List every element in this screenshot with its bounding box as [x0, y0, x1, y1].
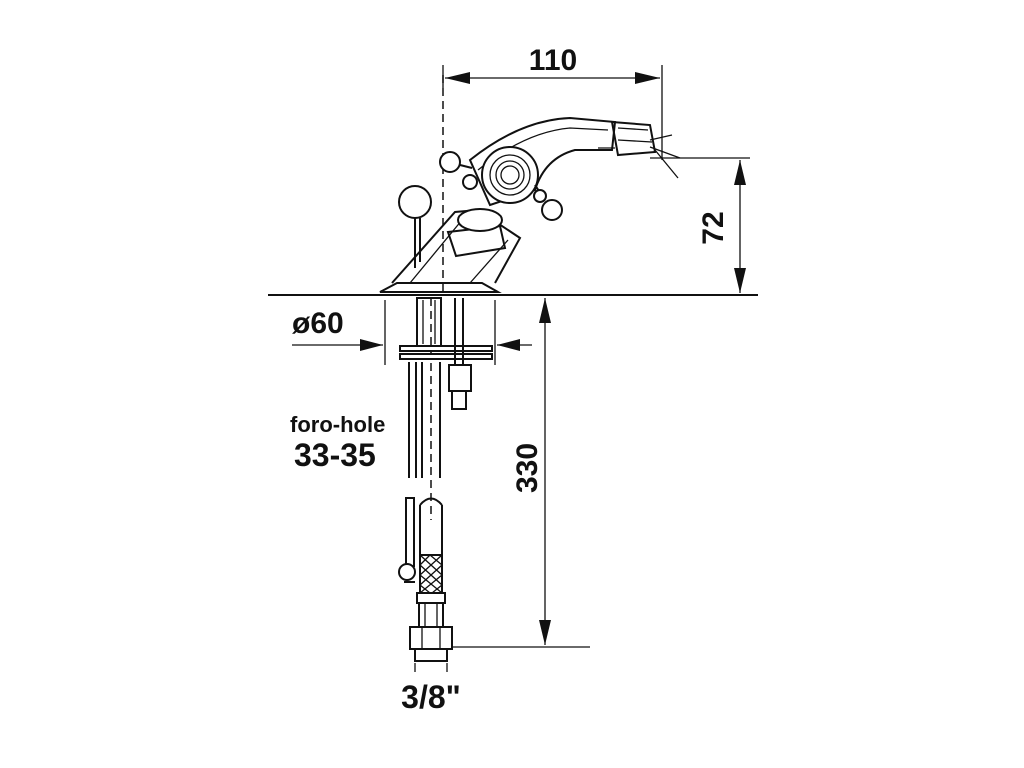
dimension-72: 72	[650, 157, 750, 293]
dimension-diameter-label: ø60	[292, 307, 344, 340]
hole-label-line2: 33-35	[294, 437, 376, 473]
dimension-330-label: 330	[511, 443, 544, 493]
dimension-diameter-60: ø60	[292, 300, 532, 365]
dimension-72-label: 72	[697, 211, 730, 244]
faucet-body	[379, 116, 681, 293]
hole-label-line1: foro-hole	[290, 412, 385, 437]
connection-label: 3/8"	[401, 679, 461, 715]
dimension-110-label: 110	[529, 44, 577, 77]
hole-size-annotation: foro-hole 33-35	[290, 412, 385, 473]
center-lines	[430, 75, 444, 520]
connection-annotation: 3/8"	[401, 663, 461, 715]
dimension-330: 330	[452, 298, 590, 648]
dimension-110: 110	[442, 44, 663, 160]
below-counter-assembly	[398, 297, 493, 662]
